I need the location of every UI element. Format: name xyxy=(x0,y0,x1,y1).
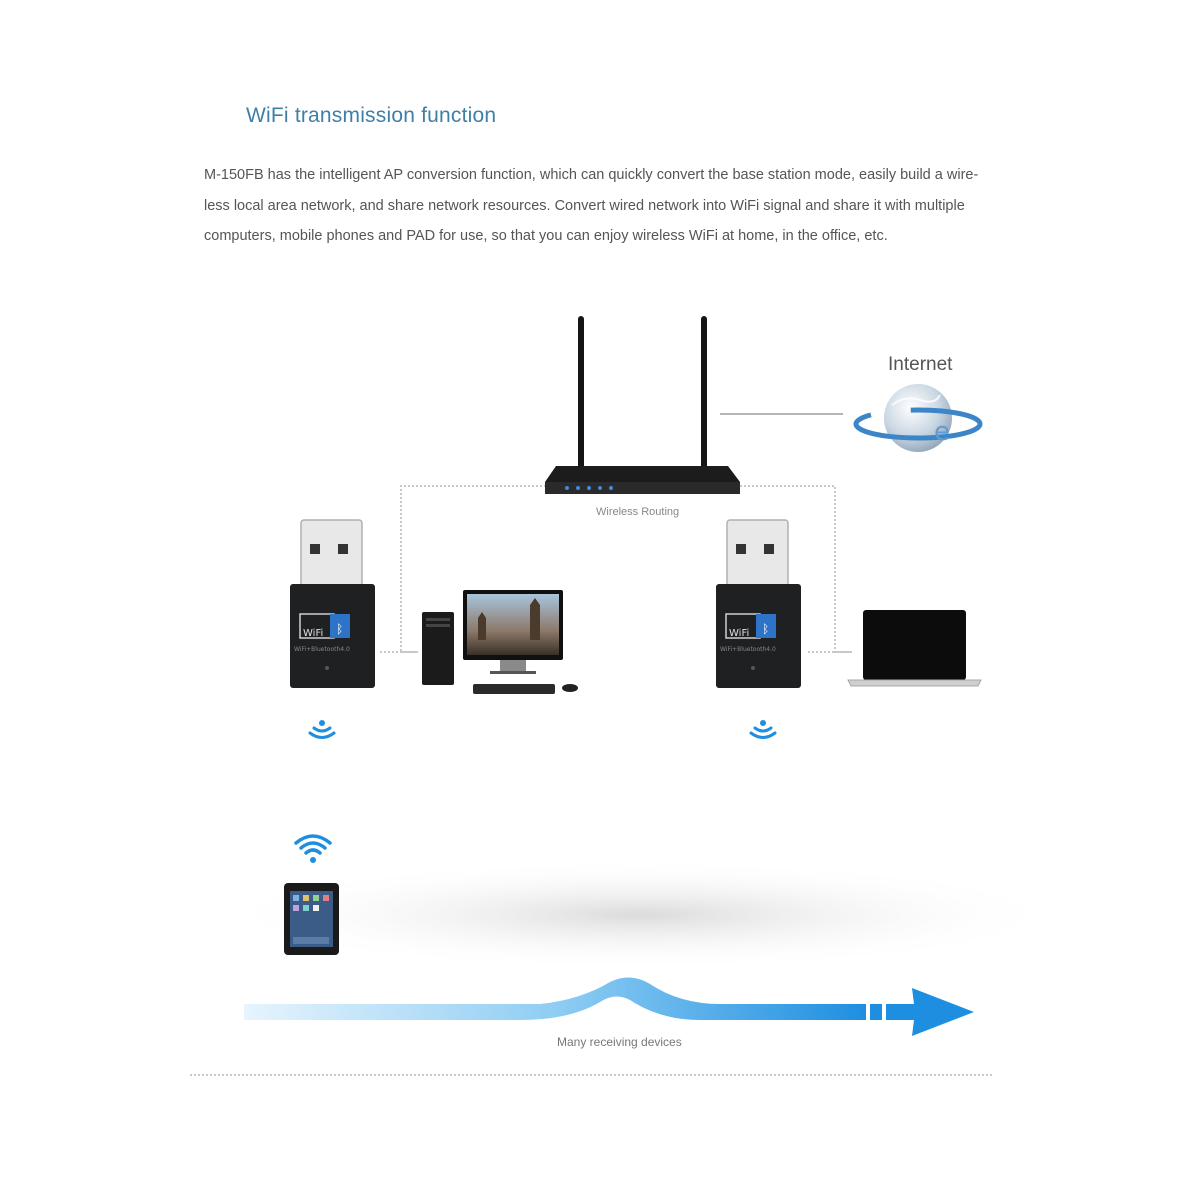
receiving-devices-label: Many receiving devices xyxy=(557,1035,682,1049)
globe-internet-icon: e xyxy=(853,384,983,452)
router-to-laptop-line xyxy=(740,485,852,653)
bluetooth-icon: ᛒ xyxy=(336,622,343,636)
laptop-icon xyxy=(847,610,982,687)
dongle-caption-right: WiFi+Bluetooth4.0 xyxy=(720,646,776,653)
dongle-badge-left: WiFi xyxy=(303,628,323,639)
dongle-badge-right: WiFi xyxy=(729,628,749,639)
description-line-2: less local area network, and share netwo… xyxy=(204,197,965,214)
internet-label: Internet xyxy=(888,354,953,375)
svg-text:e: e xyxy=(934,417,950,447)
page-title: WiFi transmission function xyxy=(246,104,497,127)
description-paragraph: M-150FB has the intelligent AP conversio… xyxy=(204,160,1004,252)
wifi-signal-icon xyxy=(308,720,336,739)
devices-shadow xyxy=(210,860,1070,970)
description-line-3: computers, mobile phones and PAD for use… xyxy=(204,228,888,244)
wifi-signal-icon xyxy=(749,720,777,739)
usb-dongle-icon: WiFi ᛒ WiFi+Bluetooth4.0 xyxy=(716,519,801,688)
wifi-signal-icon xyxy=(294,834,332,863)
wifi-router-icon xyxy=(545,316,740,494)
router-to-pc-line xyxy=(400,485,546,653)
tablet-icon xyxy=(284,883,339,955)
connection-lines xyxy=(190,485,992,1076)
bluetooth-icon: ᛒ xyxy=(762,622,769,636)
description-line-1: M-150FB has the intelligent AP conversio… xyxy=(204,167,979,183)
dongle-caption-left: WiFi+Bluetooth4.0 xyxy=(294,646,350,653)
desktop-pc-icon xyxy=(422,590,578,694)
arrow-right-icon xyxy=(244,977,974,1036)
usb-dongle-icon: WiFi ᛒ WiFi+Bluetooth4.0 xyxy=(290,519,375,688)
router-label: Wireless Routing xyxy=(596,506,680,518)
